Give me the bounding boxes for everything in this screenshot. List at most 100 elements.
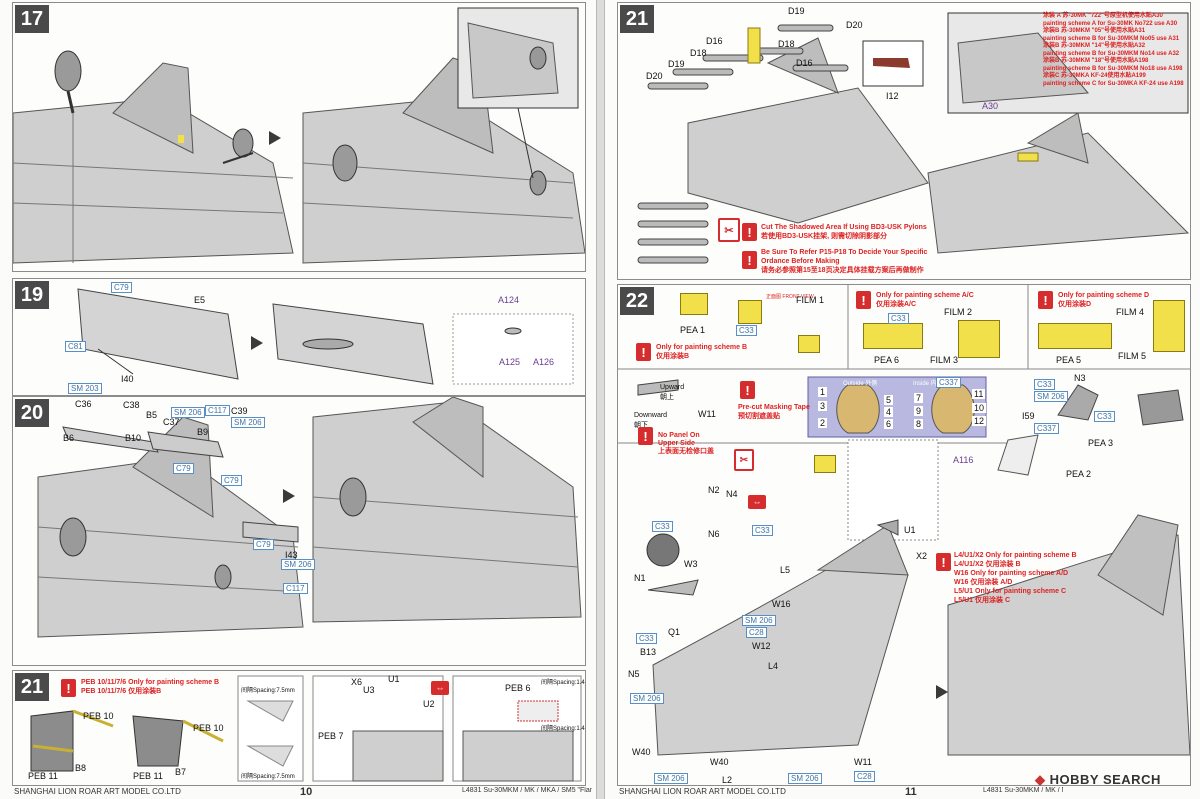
part-label: I40 [121, 374, 134, 384]
part-label-blue: C33 [752, 525, 773, 536]
part-label-blue: C337 [1034, 423, 1060, 434]
part-label: I59 [1022, 411, 1035, 421]
left-page: 17 19 [0, 0, 597, 799]
right-page: 21 [604, 0, 1200, 799]
warning-text-cn: 请务必参照第15至18页决定具体挂载方案后再做制作 [761, 267, 924, 274]
assembly-arrow-icon [251, 336, 263, 350]
part-label-blue: SM 206 [231, 417, 265, 428]
warning-text: Ordance Before Making [761, 258, 840, 265]
part-label: N2 [708, 485, 720, 495]
part-label-blue: C33 [636, 633, 657, 644]
part-label: U2 [423, 699, 435, 709]
warning-icon: ! [638, 427, 653, 445]
mask-number: 5 [884, 395, 894, 405]
mask-number: 10 [972, 403, 987, 413]
part-label-blue: SM 206 [171, 407, 205, 418]
pea-part [798, 335, 820, 353]
step-21-right-panel: 21 [617, 2, 1191, 280]
part-label: D18 [778, 39, 795, 49]
mask-number: 1 [818, 387, 828, 397]
mask-number: 3 [818, 401, 828, 411]
part-label: Q1 [668, 627, 681, 637]
part-label: B8 [75, 763, 87, 773]
part-label: D16 [706, 36, 723, 46]
warning-text: Cut The Shadowed Area If Using BD3-USK P… [761, 224, 927, 231]
scheme-note-cn: 涂装 A 苏-30MK "722"号原型机使用水贴A30 [1043, 13, 1163, 19]
mask-number: 11 [972, 389, 986, 399]
scheme-note-en: painting scheme A for Su-30MK No722 use … [1043, 21, 1178, 27]
page-number: 11 [905, 786, 917, 798]
part-label-blue: SM 206 [742, 615, 776, 626]
c33-part [738, 300, 762, 324]
part-label: D16 [796, 58, 813, 68]
part-label: PEB 11 [133, 771, 163, 781]
assembly-arrow-icon [269, 131, 281, 145]
scheme-note-cn: W16 仅用涂装 A/D [954, 579, 1013, 586]
part-label: B7 [175, 767, 187, 777]
part-label-blue: SM 206 [630, 693, 664, 704]
step-number: 21 [620, 5, 654, 33]
part-label: U1 [388, 674, 400, 684]
warning-text-cn: 若使用BD3-USK挂架, 则需切除阴影部分 [761, 233, 888, 240]
part-label-blue: C33 [1094, 411, 1115, 422]
scheme-note-cn: 仅用涂装D [1058, 301, 1092, 308]
scheme-note: Only for painting scheme A/C [876, 292, 974, 299]
mask-note: Pre-cut Masking Tape [738, 404, 810, 411]
part-label: PEA 1 [680, 325, 706, 335]
sprue-label: A125 [499, 357, 521, 367]
film-part [1038, 323, 1112, 349]
spacing-label: 间隔Spacing:7.5mm [241, 774, 295, 780]
part-label: L2 [722, 775, 733, 785]
part-label-blue: C79 [111, 282, 132, 293]
part-label: I43 [285, 550, 298, 560]
part-label: FILM 5 [1118, 351, 1147, 361]
step-number: 20 [15, 399, 49, 427]
step-22-panel: 22 PEA 1 C33 正面图 FRONT VIEW FILM 1 ! Onl… [617, 284, 1191, 786]
part-label: W40 [710, 757, 729, 767]
part-label: W11 [854, 757, 872, 767]
step-17-panel: 17 [12, 2, 586, 272]
mask-number: 9 [914, 406, 924, 416]
scheme-note-en: painting scheme B for Su-30MKM No05 use … [1043, 36, 1180, 42]
part-label: D19 [668, 59, 685, 69]
scheme-note-cn: L5/U1 仅用涂装 C [954, 597, 1011, 604]
sprue-label: A124 [498, 295, 520, 305]
part-label: FILM 2 [944, 307, 973, 317]
part-label-blue: C33 [652, 521, 673, 532]
part-label: D18 [690, 48, 707, 58]
spacing-label: 间隔Spacing:1.4mm [541, 726, 585, 732]
scheme-note-en: painting scheme B for Su-30MKM No14 use … [1043, 51, 1180, 57]
part-label-blue: C28 [854, 771, 875, 782]
part-label-blue: C79 [221, 475, 242, 486]
pea-1-part [680, 293, 708, 315]
scheme-note: L5/U1 Only for painting scheme C [954, 588, 1067, 595]
part-label: B9 [197, 427, 209, 437]
mask-note-cn: 预切割遮盖贴 [738, 413, 780, 420]
step-number: 21 [15, 673, 49, 701]
mask-outside-label: Outside 外侧 [843, 381, 878, 387]
part-label: X6 [351, 677, 363, 687]
mask-number: 2 [818, 418, 828, 428]
scheme-note-cn: 涂装B 苏-30MKM "14"号使用水贴A32 [1043, 43, 1146, 49]
scheme-note: L4/U1/X2 Only for painting scheme B [954, 552, 1077, 559]
no-panel-note: No Panel On [658, 432, 700, 439]
part-label: U3 [363, 685, 375, 695]
part-label: X2 [916, 551, 928, 561]
flap-illustration [77, 288, 574, 385]
decal-label: A30 [982, 101, 999, 111]
part-label: PEB 11 [28, 771, 58, 781]
step-21-left-panel: 21 ! PEB 10/11/7/6 Only for painting sch… [12, 670, 586, 786]
scheme-note: PEB 10/11/7/6 Only for painting scheme B [81, 679, 220, 686]
scheme-note-cn: 涂装C 苏-30MKA KF-24使用水贴A199 [1043, 73, 1146, 79]
warning-icon: ! [856, 291, 871, 309]
part-label-blue: SM 206 [1034, 391, 1068, 402]
mask-number: 4 [884, 407, 894, 417]
watermark-logo: ◆ HOBBY SEARCH [1035, 772, 1161, 788]
sprue-label: A126 [533, 357, 555, 367]
scheme-note-cn: 涂装B 苏-30MKM "18"号使用水贴A198 [1043, 58, 1149, 64]
part-label: PEB 7 [318, 731, 344, 741]
direction-label: Downward [634, 412, 668, 419]
part-label: D20 [646, 71, 663, 81]
warning-icon: ! [636, 343, 651, 361]
part-label-blue: C117 [205, 405, 230, 416]
